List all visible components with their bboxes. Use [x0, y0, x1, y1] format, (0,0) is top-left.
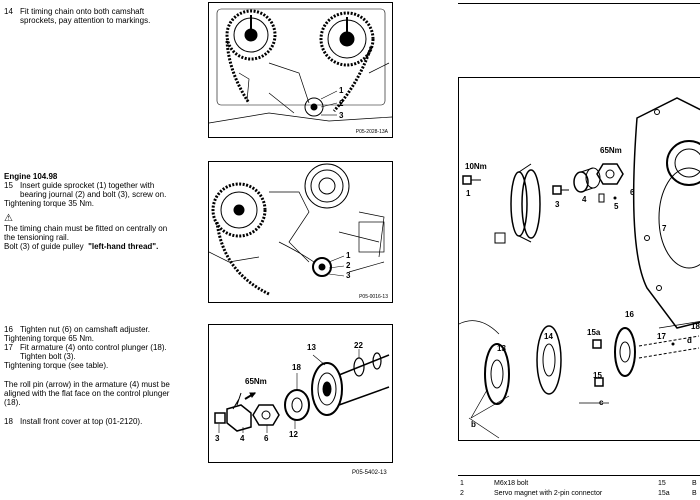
section-heading: Engine 104.98	[4, 172, 58, 181]
callout-3: 3	[346, 271, 351, 280]
callout-6: 6	[264, 434, 269, 443]
callout-1: 1	[339, 86, 344, 95]
step-text: bearing journal (2) and bolt (3), screw …	[20, 190, 167, 199]
legend-number: 15a	[658, 490, 670, 497]
engine-section: Engine 104.98 15 Insert guide sprocket (1…	[4, 172, 167, 251]
bolt-note: Bolt (3) of guide pulley	[4, 242, 84, 251]
step-text: Fit timing chain onto both camshaft	[20, 7, 145, 16]
step-text: Insert guide sprocket (1) together with	[20, 181, 155, 190]
step-text: Tighten nut (6) on camshaft adjuster.	[20, 325, 150, 334]
figure-drawing	[209, 8, 392, 124]
callout-22: 22	[354, 341, 363, 350]
warning-icon: ⚠	[4, 213, 13, 224]
step-number: 14	[4, 7, 13, 16]
callout-2: 2	[346, 261, 351, 270]
warning-text: The timing chain must be fitted on centr…	[4, 224, 168, 233]
callout-4: 4	[240, 434, 245, 443]
step-text: Fit armature (4) onto control plunger (1…	[20, 343, 167, 352]
callout-17: 17	[657, 332, 666, 341]
step-14: 14 Fit timing chain onto both camshaft sp…	[4, 7, 150, 25]
figure-drawing	[209, 163, 385, 296]
callout-13: 13	[307, 343, 316, 352]
legend-row: 1 M6x18 bolt 15 B	[458, 480, 700, 489]
step-number: 16	[4, 325, 13, 334]
step-text: Install front cover at top (01-2120).	[20, 417, 143, 426]
torque-note: Tightening torque 65 Nm.	[4, 334, 94, 343]
legend-rule	[458, 475, 700, 476]
callout-5: 5	[614, 202, 619, 211]
callout-2: 2	[339, 99, 344, 108]
callout-16: 16	[625, 310, 634, 319]
callout-3: 3	[555, 200, 560, 209]
legend-row: 2 Servo magnet with 2-pin connector 15a …	[458, 490, 700, 499]
callout-14: 14	[544, 332, 553, 341]
legend-text: M6x18 bolt	[494, 480, 529, 487]
callout-3: 3	[339, 111, 344, 120]
callout-6: 6	[630, 188, 635, 197]
rollpin-text: (18).	[4, 398, 21, 407]
callout-13: 13	[497, 344, 506, 353]
callout-15: 15	[593, 371, 602, 380]
figure-drawing	[214, 349, 390, 433]
figure-camshaft-adjuster: 65Nm 3 4 6 12 13 18 22	[208, 324, 393, 463]
step-number: 15	[4, 181, 13, 190]
callout-d: d	[687, 336, 692, 345]
callout-4: 4	[582, 195, 587, 204]
figure-drawing	[459, 97, 700, 439]
top-rule	[458, 3, 700, 4]
figure-caption: P05-2028-13A	[355, 129, 388, 135]
torque-note: Tightening torque 35 Nm.	[4, 199, 94, 208]
callout-15a: 15a	[587, 328, 601, 337]
callout-c: c	[599, 398, 604, 407]
legend-text: B	[692, 490, 697, 497]
torque-note: Tightening torque (see table).	[4, 361, 109, 370]
callout-18: 18	[691, 322, 700, 331]
legend-text: Servo magnet with 2-pin connector	[494, 490, 603, 497]
step-number: 18	[4, 417, 13, 426]
legend-text: B	[692, 480, 697, 487]
callout-12: 12	[289, 430, 298, 439]
callout-b: b	[471, 420, 476, 429]
rollpin-text: aligned with the flat face on the contro…	[4, 389, 170, 398]
warning-text: the tensioning rail.	[4, 233, 69, 242]
bolt-thread-note: "left-hand thread".	[88, 242, 159, 251]
callout-18: 18	[292, 363, 301, 372]
legend-number: 2	[460, 490, 464, 497]
figure-caption: P05-0016-13	[359, 294, 388, 300]
figure-exploded-view: 10Nm 65Nm 1 3 4 5 6 7 13 14 15a 15 16 17…	[458, 77, 700, 441]
torque-label-65nm: 65Nm	[600, 146, 622, 155]
callout-1: 1	[466, 189, 471, 198]
step-number: 17	[4, 343, 13, 352]
figure-caption: P05-5402-13	[352, 470, 387, 476]
legend-number: 1	[460, 480, 464, 487]
figure-guide-sprocket: 1 2 3 P05-0016-13	[208, 161, 393, 303]
step-text: sprockets, pay attention to markings.	[20, 16, 151, 25]
callout-3: 3	[215, 434, 220, 443]
torque-label-10nm: 10Nm	[465, 162, 487, 171]
legend-number: 15	[658, 480, 666, 487]
callout-1: 1	[346, 251, 351, 260]
callout-7: 7	[662, 224, 667, 233]
step-text: Tighten bolt (3).	[20, 352, 76, 361]
rollpin-text: The roll pin (arrow) in the armature (4)…	[4, 380, 170, 389]
torque-label: 65Nm	[245, 377, 267, 386]
figure-timing-chain-sprockets: 1 2 3 P05-2028-13A	[208, 2, 393, 138]
